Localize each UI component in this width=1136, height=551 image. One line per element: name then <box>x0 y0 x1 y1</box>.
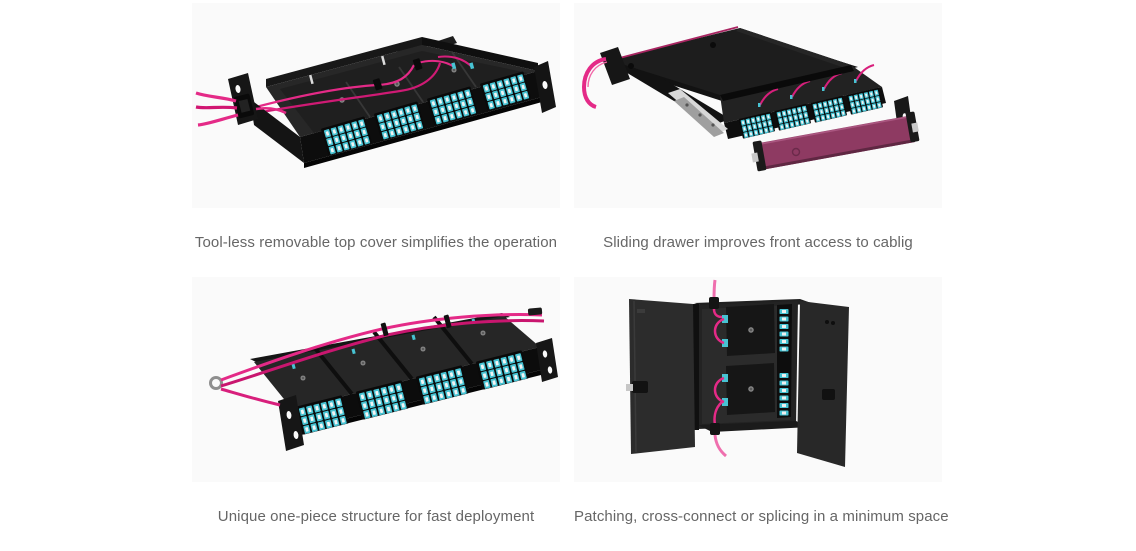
left-bracket-and-cable <box>581 47 630 109</box>
open-top-enclosure-illustration <box>195 36 556 168</box>
maroon-front-panel <box>751 111 920 172</box>
exiting-fiber-cables <box>195 91 287 127</box>
front-cassettes <box>292 347 545 436</box>
routed-fiber-cables <box>209 307 545 407</box>
telescopic-slide-rail <box>668 89 728 137</box>
feature-card: Tool-less removable top cover simplifies… <box>192 3 560 277</box>
internal-cassettes <box>713 304 775 415</box>
wall-mount-enclosure-illustration <box>626 279 849 467</box>
product-features-grid: Tool-less removable top cover simplifies… <box>192 3 949 551</box>
front-panel-with-cassettes <box>250 61 556 168</box>
product-photo-removable-top-cover <box>192 3 560 208</box>
product-photo-sliding-drawer <box>574 3 942 208</box>
sliding-drawer-enclosure-illustration <box>581 26 920 172</box>
feature-card: Sliding drawer improves front access to … <box>574 3 942 277</box>
entry-exit-fiber-cables <box>709 279 727 458</box>
product-photo-one-piece-panel <box>192 277 560 482</box>
internal-fiber-cables <box>255 55 475 115</box>
feature-caption: Unique one-piece structure for fast depl… <box>217 508 535 525</box>
feature-card: Patching, cross-connect or splicing in a… <box>574 277 949 551</box>
feature-caption: Tool-less removable top cover simplifies… <box>194 234 558 251</box>
feature-caption: Sliding drawer improves front access to … <box>603 234 913 251</box>
cassette-row <box>724 87 886 139</box>
top-cover <box>609 26 854 101</box>
feature-card: Unique one-piece structure for fast depl… <box>192 277 560 551</box>
mounting-ears <box>278 338 558 451</box>
right-door <box>797 301 849 467</box>
one-piece-panel-illustration <box>209 307 558 451</box>
product-photo-wall-mount-enclosure <box>574 277 942 482</box>
vertical-adapter-strip <box>777 304 792 418</box>
rack-ear-and-cable-clamp <box>228 73 258 125</box>
feature-caption: Patching, cross-connect or splicing in a… <box>574 508 949 525</box>
left-door <box>626 299 695 454</box>
